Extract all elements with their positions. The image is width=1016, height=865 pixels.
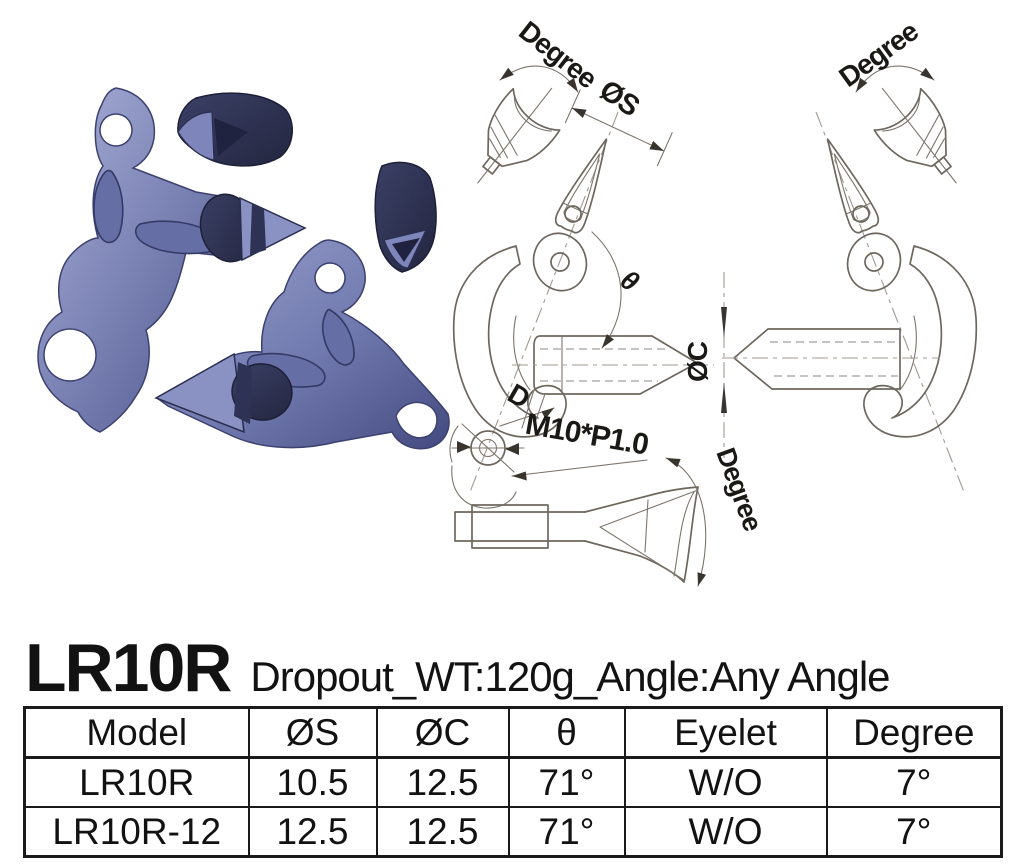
hanger-photo-right bbox=[154, 239, 450, 450]
right-assembly bbox=[813, 65, 982, 493]
cell-dia-c: 12.5 bbox=[375, 756, 510, 808]
col-header-eyelet: Eyelet bbox=[623, 706, 828, 759]
cell-dia-s: 10.5 bbox=[247, 756, 378, 808]
cell-theta: 71° bbox=[507, 806, 626, 858]
bottom-side-view: Degree bbox=[454, 444, 768, 587]
cell-eyelet: W/O bbox=[623, 756, 828, 808]
col-header-degree: Degree bbox=[825, 706, 1003, 759]
spec-header-row: Model ØS ØC θ Eyelet Degree bbox=[23, 706, 1003, 759]
product-model: LR10R bbox=[25, 630, 232, 706]
dia-s-label: ØS bbox=[594, 74, 646, 123]
left-axle-shaft bbox=[512, 335, 714, 429]
col-header-model: Model bbox=[23, 706, 250, 759]
teardrop-cutout bbox=[134, 220, 218, 255]
product-subtitle: Dropout_WT:120g_Angle:Any Angle bbox=[250, 653, 890, 700]
degree-bottom-label: Degree bbox=[710, 444, 768, 536]
product-photo bbox=[37, 87, 450, 450]
col-header-dia-s: ØS bbox=[247, 706, 378, 759]
degree-right-label: Degree bbox=[833, 15, 924, 93]
right-axle-shaft bbox=[722, 328, 940, 390]
cell-model: LR10R bbox=[23, 756, 250, 808]
cell-degree: 7° bbox=[825, 806, 1003, 858]
axle-cone bbox=[239, 196, 307, 262]
hook-opening bbox=[395, 401, 438, 439]
dia-c-dimension: ØC bbox=[682, 272, 727, 458]
cell-degree: 7° bbox=[825, 756, 1003, 808]
cell-eyelet: W/O bbox=[623, 806, 828, 858]
teardrop-cutout bbox=[322, 308, 355, 366]
teardrop-cutout bbox=[93, 169, 124, 244]
thread-label: M10*P1.0 bbox=[523, 408, 651, 462]
cell-dia-c: 12.5 bbox=[375, 806, 510, 858]
cell-theta: 71° bbox=[507, 756, 626, 808]
axle-nut-photo-right bbox=[374, 161, 437, 273]
spec-row-lr10r-12: LR10R-12 12.5 12.5 71° W/O 7° bbox=[23, 806, 1003, 858]
title-row: LR10R Dropout_WT:120g_Angle:Any Angle bbox=[25, 630, 891, 706]
spec-row-lr10r: LR10R 10.5 12.5 71° W/O 7° bbox=[23, 756, 1003, 808]
bolt-hole-callout: D M10*P1.0 bbox=[449, 378, 651, 509]
technical-drawing: ØC ØS θ D M10*P1.0 bbox=[449, 15, 982, 587]
cell-dia-s: 12.5 bbox=[247, 806, 378, 858]
theta-label: θ bbox=[615, 264, 644, 297]
cell-model: LR10R-12 bbox=[23, 806, 250, 858]
col-header-theta: θ bbox=[507, 706, 626, 759]
col-header-dia-c: ØC bbox=[375, 706, 510, 759]
theta-dimension: θ bbox=[591, 231, 644, 349]
spec-table: Model ØS ØC θ Eyelet Degree LR10R 10.5 1… bbox=[23, 706, 1003, 858]
axle-nut-photo-top bbox=[177, 92, 293, 167]
dia-c-label: ØC bbox=[682, 341, 713, 382]
hanger-photo-left bbox=[37, 87, 307, 433]
right-hook bbox=[863, 245, 978, 438]
degree-left-label: Degree bbox=[513, 15, 603, 94]
